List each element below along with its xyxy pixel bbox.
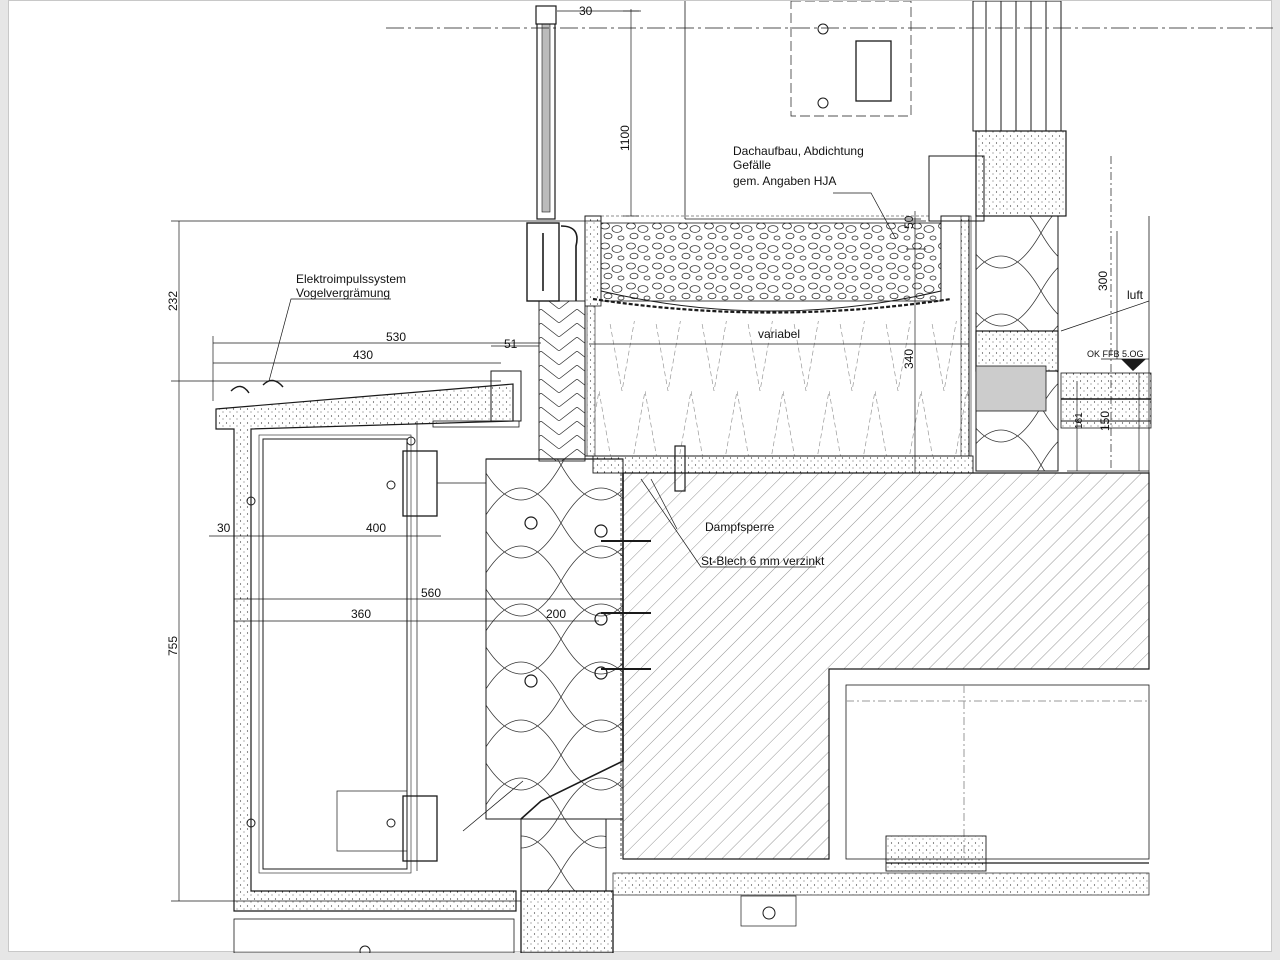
label-variable: variabel xyxy=(758,327,800,341)
label-roof-2: Gefälle xyxy=(733,158,771,172)
dim-755: 755 xyxy=(166,636,180,656)
bottom-elements xyxy=(233,835,1150,953)
label-bird-system-2: Vogelvergrämung xyxy=(296,286,390,300)
dim-30-left: 30 xyxy=(217,521,231,535)
dim-232: 232 xyxy=(166,291,180,311)
cornice-element xyxy=(215,370,524,912)
dim-340: 340 xyxy=(902,349,916,369)
dimension-lines xyxy=(171,9,1273,902)
facade-insulation xyxy=(485,300,624,892)
window-frames xyxy=(928,1,1152,473)
dim-300: 300 xyxy=(1096,271,1110,291)
label-roof-3: gem. Angaben HJA xyxy=(733,174,836,188)
label-floor-level: OK FFB 5.OG xyxy=(1087,349,1144,359)
section-drawing: Elektroimpulssystem Vogelvergrämung Dach… xyxy=(166,1,1273,953)
dim-50: 50 xyxy=(902,215,916,229)
dim-360: 360 xyxy=(351,607,371,621)
drawing-frame: Elektroimpulssystem Vogelvergrämung Dach… xyxy=(8,0,1273,953)
dim-530: 530 xyxy=(386,330,406,344)
dim-150: 150 xyxy=(1098,411,1112,431)
dim-400: 400 xyxy=(366,521,386,535)
label-bird-system-1: Elektroimpulssystem xyxy=(296,272,406,286)
dim-200: 200 xyxy=(546,607,566,621)
roof-buildup xyxy=(584,215,974,474)
dim-430: 430 xyxy=(353,348,373,362)
dim-1100: 1100 xyxy=(618,125,632,151)
dimension-labels: 30 1100 50 300 232 530 430 51 340 161 15… xyxy=(166,4,1112,656)
annotation-labels: Elektroimpulssystem Vogelvergrämung Dach… xyxy=(296,144,1144,568)
anchor-bolts xyxy=(246,436,686,828)
label-steel-sheet: St-Blech 6 mm verzinkt xyxy=(701,554,825,568)
parapet-railing xyxy=(526,1,931,307)
dim-560: 560 xyxy=(421,586,441,600)
dim-161: 161 xyxy=(1074,412,1085,429)
label-vapor-barrier: Dampfsperre xyxy=(705,520,775,534)
dim-30-top: 30 xyxy=(579,4,593,18)
label-roof-1: Dachaufbau, Abdichtung xyxy=(733,144,864,158)
concrete-slab xyxy=(622,472,1150,860)
dim-51: 51 xyxy=(504,337,518,351)
upper-profile-detail xyxy=(790,1,912,117)
label-luft: luft xyxy=(1127,288,1144,302)
leader-lines xyxy=(268,192,1150,568)
